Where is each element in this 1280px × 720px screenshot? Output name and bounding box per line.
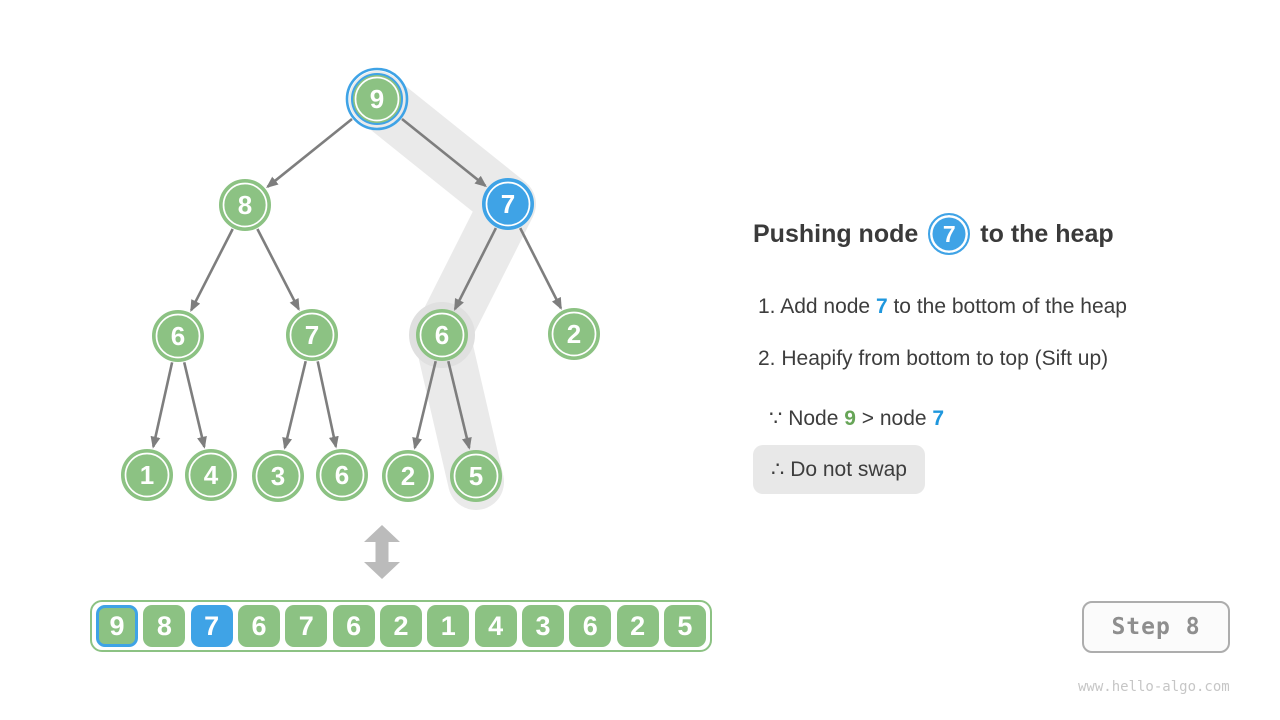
array-cell-12: 5	[663, 605, 706, 647]
tree-array-swap-arrow	[364, 525, 400, 579]
svg-text:2: 2	[567, 319, 581, 349]
tree-node-7: 7	[286, 309, 338, 361]
panel-title-prefix: Pushing node	[753, 219, 919, 248]
svg-text:7: 7	[501, 189, 515, 219]
therefore-box: ∴ Do not swap	[753, 445, 925, 494]
array-cell-8: 4	[474, 605, 517, 647]
panel-title-suffix: to the heap	[980, 219, 1114, 248]
tree-node-2: 2	[382, 450, 434, 502]
svg-text:5: 5	[469, 461, 483, 491]
tree-edge	[447, 360, 472, 450]
tree-node-6: 6	[152, 310, 204, 362]
tree-node-6: 6	[316, 449, 368, 501]
tree-edge	[412, 360, 437, 450]
tree-node-2: 2	[548, 308, 600, 360]
array-cell-10: 6	[569, 605, 612, 647]
step-1-node-number: 7	[875, 295, 888, 318]
array-cell-6: 2	[379, 605, 422, 647]
array-cell-9: 3	[521, 605, 564, 647]
array-cell-7: 1	[427, 605, 470, 647]
step-1-text: 1. Add node 7 to the bottom of the heap	[758, 295, 1127, 318]
because-clause: ∵ Node 9 > node 7	[769, 407, 945, 430]
because-node-7: 7	[932, 407, 945, 430]
watermark: www.hello-algo.com	[1078, 679, 1230, 695]
tree-edge	[316, 361, 339, 449]
svg-text:1: 1	[140, 460, 154, 490]
svg-text:6: 6	[335, 460, 349, 490]
tree-node-4: 4	[185, 449, 237, 501]
tree-node-6: 6	[416, 309, 468, 361]
tree-edge	[256, 228, 300, 311]
tree-node-3: 3	[252, 450, 304, 502]
sift-path-highlight	[349, 71, 536, 510]
array-cell-2: 7	[190, 605, 233, 647]
step-2-text: 2. Heapify from bottom to top (Sift up)	[758, 347, 1109, 370]
tree-edge	[401, 117, 487, 188]
heap-tree-diagram: 9 8 7 6 7 6 2 1 4 3 6 2 5	[121, 67, 600, 579]
tree-edge	[150, 362, 174, 449]
array-cell-5: 6	[332, 605, 375, 647]
array-cell-3: 6	[237, 605, 280, 647]
step-badge: Step 8	[1082, 601, 1230, 653]
tree-edge	[266, 117, 353, 189]
svg-text:6: 6	[171, 321, 185, 351]
tree-edge	[182, 361, 207, 449]
tree-node-1: 1	[121, 449, 173, 501]
svg-text:7: 7	[305, 320, 319, 350]
pushed-node-value: 7	[942, 220, 956, 247]
tree-edge	[519, 227, 563, 310]
panel-title: Pushing node 7 to the heap	[753, 211, 1114, 257]
svg-text:2: 2	[401, 461, 415, 491]
pushed-node-badge: 7	[928, 213, 971, 255]
array-cell-4: 7	[285, 605, 328, 647]
svg-text:9: 9	[370, 84, 384, 114]
tree-node-9: 9	[345, 67, 409, 131]
svg-text:6: 6	[435, 320, 449, 350]
because-node-9: 9	[844, 407, 856, 430]
tree-node-5: 5	[450, 450, 502, 502]
tree-node-8: 8	[219, 179, 271, 231]
tree-edge	[453, 227, 498, 311]
array-cell-11: 2	[616, 605, 659, 647]
svg-text:4: 4	[204, 460, 219, 490]
array-cell-1: 8	[143, 605, 186, 647]
svg-text:8: 8	[238, 190, 252, 220]
tree-node-7: 7	[482, 178, 534, 230]
tree-edge	[282, 360, 307, 450]
svg-text:3: 3	[271, 461, 285, 491]
tree-edge	[190, 228, 234, 312]
array-cell-0: 9	[96, 605, 138, 647]
